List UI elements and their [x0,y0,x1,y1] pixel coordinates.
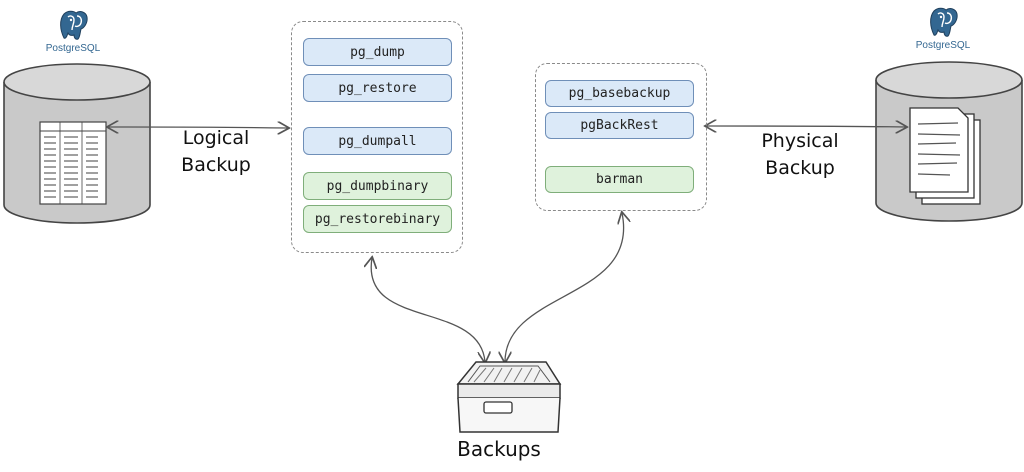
physical-backup-label: Physical Backup [750,128,850,182]
logical-label-line2: Backup [181,154,251,176]
logical-label-line1: Logical [182,127,250,149]
logical-tools-group [291,21,463,253]
table-document-icon [39,121,107,205]
logical-backup-connector [108,127,288,128]
right-postgresql-label: PostgreSQL [915,40,971,51]
physical-to-backups-connector [505,213,624,362]
physical-label-line2: Backup [765,157,835,179]
physical-backup-connector [706,126,906,127]
document-pages-icon [909,107,981,205]
elephant-icon [930,7,958,37]
tool-pg-restorebinary: pg_restorebinary [303,205,452,233]
tool-pgbackrest: pgBackRest [545,112,694,139]
physical-tools-group [535,63,707,211]
left-postgresql-logo: PostgreSQL [43,8,103,54]
logical-backup-label: Logical Backup [172,125,260,179]
backups-label: Backups [457,437,541,461]
tool-pg-basebackup: pg_basebackup [545,80,694,107]
tool-barman: barman [545,166,694,193]
tool-pg-dumpbinary: pg_dumpbinary [303,172,452,200]
physical-label-line1: Physical [761,130,839,152]
tool-pg-dump: pg_dump [303,38,452,66]
right-postgresql-logo: PostgreSQL [913,5,973,51]
tool-pg-dumpall: pg_dumpall [303,127,452,155]
elephant-icon [60,10,88,40]
tool-pg-restore: pg_restore [303,74,452,102]
archive-box-icon [456,361,562,433]
logical-to-backups-connector [371,258,485,362]
left-postgresql-label: PostgreSQL [45,43,101,54]
